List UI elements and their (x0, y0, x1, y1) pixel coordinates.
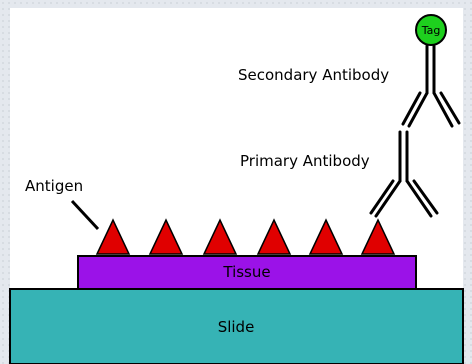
antigen-label: Antigen (25, 177, 83, 195)
primary-antibody-label: Primary Antibody (240, 152, 370, 170)
slide-label: Slide (218, 318, 255, 336)
secondary-antibody-label: Secondary Antibody (238, 66, 389, 84)
tag-label: Tag (421, 24, 441, 37)
tissue-label: Tissue (222, 263, 270, 281)
